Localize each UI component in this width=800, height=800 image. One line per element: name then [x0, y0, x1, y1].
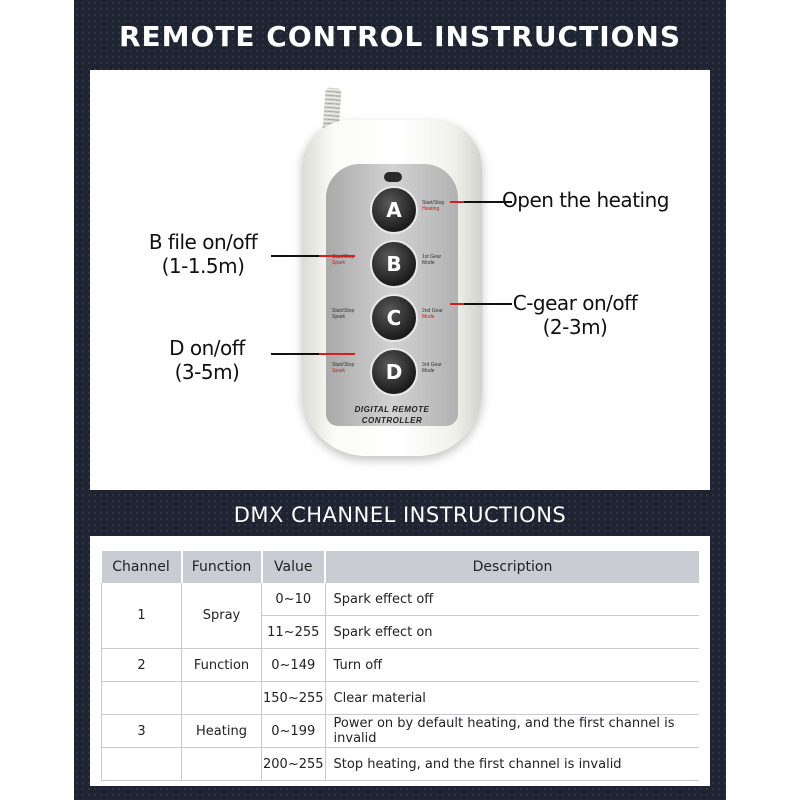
button-d-right-line2: Mode — [422, 368, 435, 374]
column-header-description: Description — [325, 551, 699, 583]
dmx-table: Channel Function Value Description 1 Spr… — [101, 551, 699, 781]
table-row: 1 Spray 0~10 Spark effect off — [101, 583, 699, 649]
cell-channel — [101, 747, 182, 781]
callout-d: D on/off (3-5m) — [152, 336, 262, 384]
column-header-function: Function — [181, 551, 263, 583]
remote-button-d[interactable]: D — [370, 348, 418, 396]
cell-channel: 3 — [101, 714, 182, 748]
column-header-value: Value — [261, 551, 327, 583]
cell-description: Turn off — [325, 648, 699, 682]
cell-description: Spark effect on — [325, 615, 699, 649]
cell-description: Stop heating, and the first channel is i… — [325, 747, 699, 781]
callout-b: B file on/off (1-1.5m) — [128, 230, 278, 278]
callout-line-d — [271, 353, 355, 355]
dmx-title: DMX CHANNEL INSTRUCTIONS — [233, 503, 567, 527]
cell-channel: 2 — [101, 648, 182, 682]
button-d-left-line2: Spark — [332, 368, 346, 374]
cell-function: Heating — [181, 714, 262, 748]
callout-line-c — [450, 303, 512, 305]
callout-c-line1: C-gear on/off — [512, 291, 638, 315]
remote-controller: A Start/Stop Heating B Start/Stop Spark … — [302, 120, 482, 456]
button-c-left-line2: Spark — [332, 314, 346, 320]
table-row: 200~255 Stop heating, and the first chan… — [101, 747, 699, 781]
button-c-right-line2: Mode — [422, 314, 435, 320]
button-a-label-line2: Heating — [422, 206, 440, 212]
cell-function: Function — [181, 648, 262, 682]
cell-description: Clear material — [325, 681, 699, 715]
button-d-left-line1: Start/Stop — [332, 362, 355, 368]
button-d-left-label: Start/Stop Spark — [332, 362, 360, 374]
button-b-left-line2: Spark — [332, 260, 346, 266]
cell-value: 11~255 — [261, 615, 326, 649]
button-a-label-line1: Start/Stop — [422, 200, 445, 206]
callout-c: C-gear on/off (2-3m) — [500, 291, 650, 339]
column-header-channel: Channel — [101, 551, 183, 583]
callout-b-line1: B file on/off — [148, 230, 258, 254]
button-b-right-line1: 1st Gear — [422, 254, 442, 260]
cell-value: 0~199 — [261, 714, 326, 748]
cell-function: Spray — [181, 583, 262, 649]
remote-brand-line1: DIGITAL REMOTE — [354, 405, 430, 414]
led-indicator — [384, 172, 402, 182]
callout-d-line1: D on/off — [169, 336, 245, 360]
callout-a: Open the heating — [502, 188, 669, 212]
cell-value: 0~149 — [261, 648, 326, 682]
table-header-row: Channel Function Value Description — [101, 551, 699, 583]
table-row: 2 Function 0~149 Turn off — [101, 648, 699, 682]
cell-function — [181, 747, 262, 781]
callout-a-text: Open the heating — [502, 188, 669, 212]
page-title: REMOTE CONTROL INSTRUCTIONS — [118, 19, 682, 53]
callout-line-a — [450, 201, 512, 203]
button-a-label: Start/Stop Heating — [422, 200, 450, 212]
callout-b-line2: (1-1.5m) — [161, 254, 245, 278]
callout-line-b — [271, 255, 355, 257]
cell-description: Spark effect off — [325, 583, 699, 616]
cell-function — [181, 681, 262, 715]
remote-brand-line2: CONTROLLER — [361, 416, 423, 425]
callout-d-line2: (3-5m) — [174, 360, 240, 384]
remote-button-b[interactable]: B — [370, 240, 418, 288]
dmx-table-panel: Channel Function Value Description 1 Spr… — [90, 536, 710, 786]
table-row: 3 Heating 0~199 Power on by default heat… — [101, 714, 699, 748]
remote-button-a[interactable]: A — [370, 186, 418, 234]
remote-faceplate: A Start/Stop Heating B Start/Stop Spark … — [326, 164, 458, 426]
button-c-right-label: 2nd Gear Mode — [422, 308, 450, 320]
cell-channel: 1 — [101, 583, 182, 649]
cell-channel — [101, 681, 182, 715]
instruction-sheet: REMOTE CONTROL INSTRUCTIONS A Start/Stop… — [74, 0, 726, 800]
button-d-right-line1: 3rd Gear — [422, 362, 442, 368]
button-b-right-label: 1st Gear Mode — [422, 254, 450, 266]
cell-value: 200~255 — [261, 747, 326, 781]
cell-value: 0~10 — [261, 583, 326, 616]
callout-c-line2: (2-3m) — [542, 315, 608, 339]
button-b-left-line1: Start/Stop — [332, 254, 355, 260]
dmx-title-band: DMX CHANNEL INSTRUCTIONS — [74, 492, 726, 538]
button-b-right-line2: Mode — [422, 260, 435, 266]
button-c-left-line1: Start/Stop — [332, 308, 355, 314]
title-band: REMOTE CONTROL INSTRUCTIONS — [74, 0, 726, 72]
button-d-right-label: 3rd Gear Mode — [422, 362, 450, 374]
table-row: 150~255 Clear material — [101, 681, 699, 715]
button-b-left-label: Start/Stop Spark — [332, 254, 360, 266]
remote-brand: DIGITAL REMOTE CONTROLLER — [340, 404, 444, 426]
remote-panel: A Start/Stop Heating B Start/Stop Spark … — [90, 70, 710, 490]
cell-description: Power on by default heating, and the fir… — [325, 714, 699, 748]
button-c-left-label: Start/Stop Spark — [332, 308, 360, 320]
table-row: 11~255 Spark effect on — [102, 615, 699, 649]
cell-value: 150~255 — [261, 681, 326, 715]
remote-button-c[interactable]: C — [370, 294, 418, 342]
button-c-right-line1: 2nd Gear — [422, 308, 443, 314]
